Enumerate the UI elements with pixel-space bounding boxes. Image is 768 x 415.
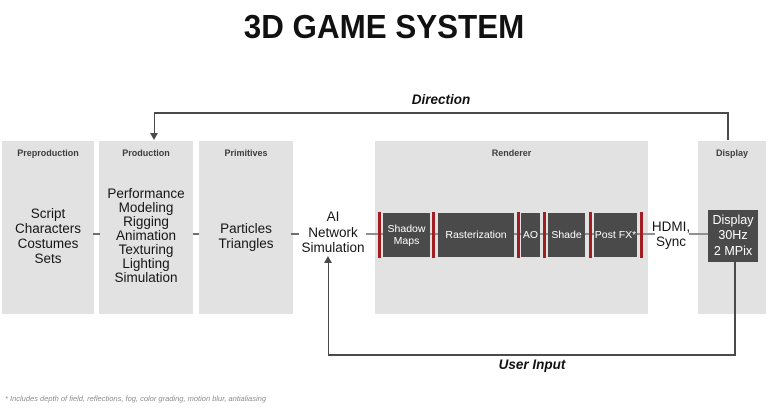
stage-production: Production Performance Modeling Rigging …: [99, 141, 193, 314]
hdmi-sync-text: HDMI, Sync: [646, 219, 696, 249]
pipeline-separator: [432, 212, 435, 258]
production-item: Animation: [115, 228, 177, 243]
stage-preproduction: Preproduction Script Characters Costumes…: [2, 141, 94, 314]
stage-label-production: Production: [122, 148, 170, 158]
direction-line-horizontal: [154, 112, 728, 114]
pipeline-line: [689, 233, 708, 235]
direction-line-left-vertical: [153, 112, 155, 133]
pipeline-separator: [589, 212, 592, 258]
stage-label-renderer: Renderer: [491, 148, 532, 158]
page-title: 3D GAME SYSTEM: [243, 8, 525, 45]
preproduction-item: Script: [30, 206, 66, 221]
display-box-line: 30Hz: [718, 228, 748, 243]
stage-label-primitives: Primitives: [224, 148, 268, 158]
stage-label-preproduction: Preproduction: [17, 148, 79, 158]
renderer-block-shadow-maps: Shadow Maps: [383, 213, 430, 257]
primitives-item: Triangles: [218, 236, 274, 251]
pipeline-separator: [543, 212, 546, 258]
renderer-block-ao: AO: [521, 213, 540, 257]
preproduction-item: Costumes: [17, 236, 79, 251]
preproduction-items: Script Characters Costumes Sets: [2, 158, 94, 314]
production-item: Rigging: [123, 214, 169, 229]
ai-sim-line: AI: [326, 209, 340, 224]
user-input-line-horizontal: [327, 354, 736, 356]
ai-sim-line: Simulation: [301, 240, 365, 255]
user-input-line-left-vertical: [327, 263, 329, 355]
display-box-line: Display: [712, 212, 754, 227]
pipeline-separator: [640, 212, 643, 258]
pipeline-separator: [517, 212, 520, 258]
renderer-block-post-fx: Post FX*: [594, 213, 637, 257]
user-input-label: User Input: [498, 357, 566, 372]
ai-sim-line: Network: [308, 224, 358, 240]
connector-dash: [291, 233, 299, 235]
connector-dash: [193, 233, 199, 235]
production-item: Simulation: [114, 270, 178, 285]
production-item: Lighting: [122, 256, 170, 271]
user-input-arrowhead-icon: [324, 256, 332, 263]
stage-primitives: Primitives Particles Triangles: [199, 141, 293, 314]
primitives-item: Particles: [220, 221, 272, 236]
preproduction-item: Sets: [34, 251, 62, 266]
preproduction-item: Characters: [14, 221, 82, 236]
production-items: Performance Modeling Rigging Animation T…: [99, 158, 193, 314]
stage-label-display: Display: [715, 148, 748, 158]
display-output-box: Display 30Hz 2 MPix: [708, 210, 758, 262]
ai-network-simulation-text: AI Network Simulation: [289, 209, 377, 256]
production-item: Modeling: [118, 200, 174, 215]
footnote: * Includes depth of field, reflections, …: [5, 394, 266, 403]
direction-line-right-vertical: [727, 112, 729, 140]
renderer-block-shade: Shade: [548, 213, 585, 257]
direction-arrowhead-icon: [150, 133, 158, 140]
hdmi-line: HDMI,: [651, 219, 691, 234]
production-item: Texturing: [118, 242, 174, 257]
production-item: Performance: [107, 186, 185, 201]
direction-label: Direction: [411, 92, 471, 107]
renderer-block-rasterization: Rasterization: [438, 213, 514, 257]
pipeline-separator: [378, 212, 381, 258]
connector-dash: [93, 233, 100, 235]
display-box-line: 2 MPix: [713, 243, 753, 258]
hdmi-line: Sync: [655, 233, 686, 249]
user-input-line-right-vertical: [734, 262, 736, 355]
primitives-items: Particles Triangles: [199, 158, 293, 314]
